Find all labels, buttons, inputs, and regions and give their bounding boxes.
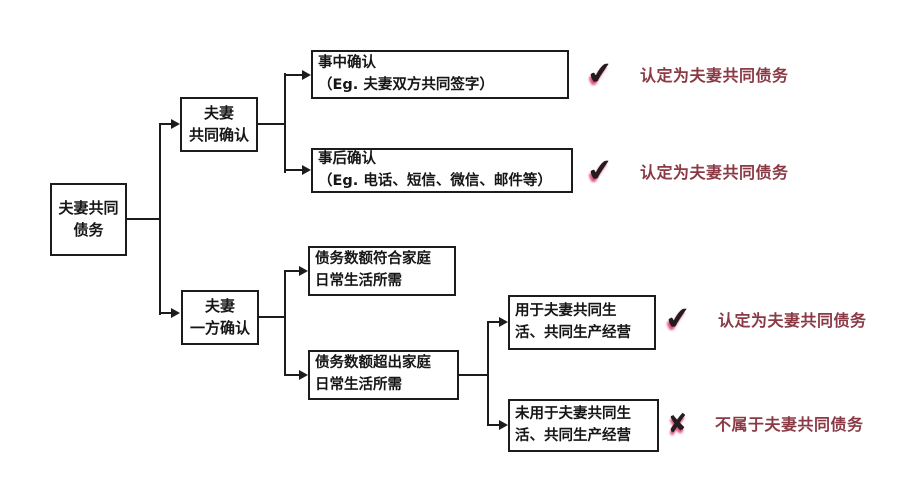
- node-not-used-for-joint-life-label: 未用于夫妻共同生 活、共同生产经营: [515, 405, 631, 444]
- check-icon: ✔: [585, 54, 615, 93]
- connector-line: [127, 218, 160, 220]
- node-within-daily-needs: 债务数额符合家庭 日常生活所需: [308, 246, 456, 296]
- connector-line: [487, 424, 499, 426]
- node-within-daily-needs-label: 债务数额符合家庭 日常生活所需: [315, 251, 431, 289]
- annotation-text: 认定为夫妻共同债务: [639, 163, 789, 182]
- connector-line: [159, 312, 173, 314]
- node-during-confirmation-label: 事中确认 （Eg. 夫妻双方共同签字）: [318, 54, 494, 93]
- arrowhead-icon: [171, 308, 180, 318]
- arrowhead-icon: [302, 70, 311, 80]
- node-single-confirmation: 夫妻 一方确认: [181, 290, 259, 345]
- annotation-text: 认定为夫妻共同债务: [717, 311, 867, 330]
- verdict-annotation: ✔ 认定为夫妻共同债务: [663, 299, 867, 338]
- connector-line: [284, 270, 286, 376]
- verdict-annotation: ✘ 不属于夫妻共同债务: [665, 404, 864, 442]
- verdict-annotation: ✔ 认定为夫妻共同债务: [585, 54, 789, 93]
- node-single-confirmation-label: 夫妻 一方确认: [189, 296, 250, 337]
- connector-line: [284, 74, 303, 76]
- node-joint-confirmation-label: 夫妻 共同确认: [188, 103, 249, 144]
- node-used-for-joint-life-label: 用于夫妻共同生 活、共同生产经营: [515, 302, 631, 341]
- arrowhead-icon: [302, 165, 311, 175]
- connector-line: [284, 73, 286, 173]
- node-during-confirmation: 事中确认 （Eg. 夫妻双方共同签字）: [311, 50, 569, 99]
- arrowhead-icon: [499, 317, 508, 327]
- node-root-label: 夫妻共同 债务: [58, 198, 119, 239]
- annotation-text: 不属于夫妻共同债务: [714, 415, 864, 434]
- connector-line: [487, 321, 489, 426]
- connector-line: [284, 169, 303, 171]
- node-after-confirmation-label: 事后确认 （Eg. 电话、短信、微信、邮件等）: [318, 150, 552, 189]
- node-root: 夫妻共同 债务: [50, 183, 127, 256]
- connector-line: [159, 123, 173, 125]
- node-used-for-joint-life: 用于夫妻共同生 活、共同生产经营: [508, 295, 656, 350]
- arrowhead-icon: [171, 119, 180, 129]
- node-exceeds-daily-needs-label: 债务数额超出家庭 日常生活所需: [315, 355, 431, 393]
- check-icon: ✔: [585, 151, 615, 190]
- verdict-annotation: ✔ 认定为夫妻共同债务: [585, 151, 789, 190]
- arrowhead-icon: [499, 420, 508, 430]
- node-joint-confirmation: 夫妻 共同确认: [180, 97, 258, 152]
- connector-line: [459, 374, 489, 376]
- connector-line: [159, 123, 161, 315]
- check-icon: ✔: [663, 299, 693, 338]
- connector-line: [284, 270, 299, 272]
- node-after-confirmation: 事后确认 （Eg. 电话、短信、微信、邮件等）: [311, 148, 573, 193]
- node-not-used-for-joint-life: 未用于夫妻共同生 活、共同生产经营: [508, 399, 659, 452]
- annotation-text: 认定为夫妻共同债务: [639, 66, 789, 85]
- arrowhead-icon: [299, 370, 308, 380]
- connector-line: [284, 374, 299, 376]
- node-exceeds-daily-needs: 债务数额超出家庭 日常生活所需: [308, 350, 459, 400]
- cross-icon: ✘: [665, 407, 690, 439]
- connector-line: [487, 321, 499, 323]
- connector-line: [258, 123, 286, 125]
- arrowhead-icon: [299, 266, 308, 276]
- connector-line: [259, 316, 286, 318]
